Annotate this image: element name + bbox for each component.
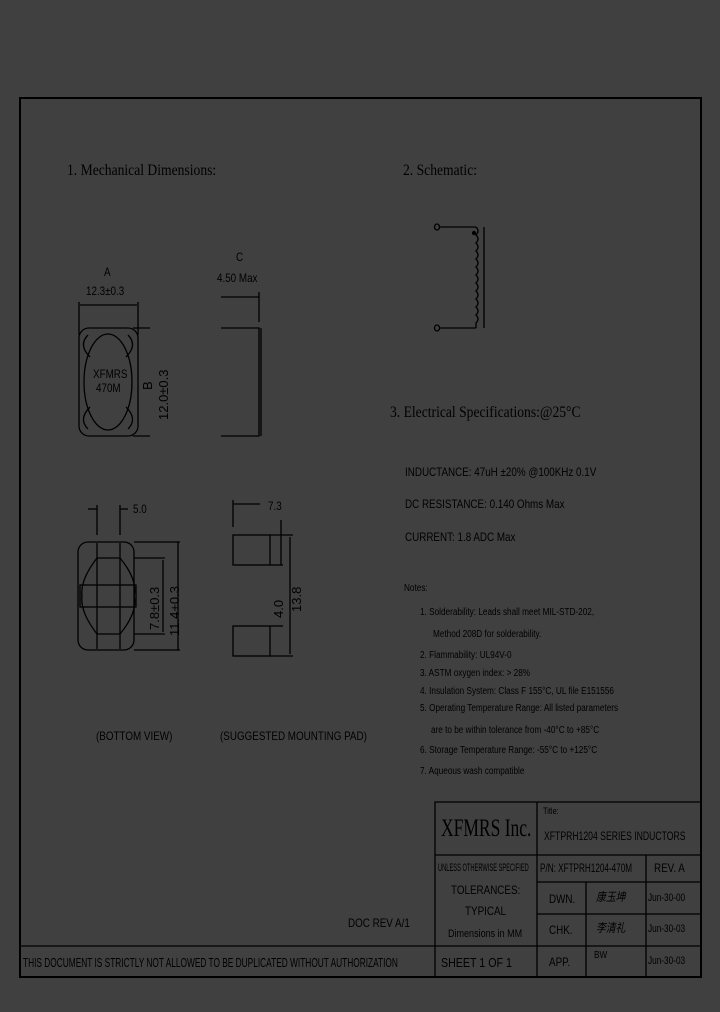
mounting-pad-caption: (SUGGESTED MOUNTING PAD) [220,729,367,743]
doc-revision: DOC REV A/1 [348,916,410,930]
dc-resistance-spec: DC RESISTANCE: 0.140 Ohms Max [405,497,565,511]
bottom-view-caption: (BOTTOM VIEW) [96,729,173,743]
inductor-schematic [433,223,485,332]
part-number: P/N: XFTPRH1204-470M [540,861,633,875]
dimensions-unit: Dimensions in MM [448,928,523,940]
title-block-lines [20,801,701,977]
section-schematic-heading: 2. Schematic: [403,162,478,179]
sheet-number: SHEET 1 OF 1 [441,955,512,970]
drawn-label: DWN. [549,892,576,906]
marking-line1: XFMRS [93,367,128,381]
drawing-title: XFTPRH1204 SERIES INDUCTORS [544,829,686,843]
pad-dim-gap: 4.0 [271,599,286,618]
tolerances-label: TOLERANCES: [451,883,521,897]
title-label: Title: [543,806,559,816]
note-item: 3. ASTM oxygen index: > 28% [420,668,531,679]
revision: REV. A [654,861,685,875]
drawn-signature: 康玉坤 [596,890,626,904]
note-item: 1. Solderability: Leads shall meet MIL-S… [420,607,595,618]
dim-b-label: B [140,381,155,390]
section-mechanical-heading: 1. Mechanical Dimensions: [67,162,217,179]
section-electrical-heading: 3. Electrical Specifications:@25°C [390,404,581,421]
approved-date: Jun-30-03 [648,955,686,967]
bottom-dim-inner: 7.8±0.3 [147,586,162,630]
checked-date: Jun-30-03 [648,923,686,935]
top-view [78,302,150,437]
approved-signature: BW [594,950,608,961]
pad-dim-total: 13.8 [289,586,304,612]
checked-label: CHK. [549,923,573,937]
note-item: are to be within tolerance from -40°C to… [431,725,600,736]
note-item: 4. Insulation System: Class F 155°C, UL … [420,686,614,697]
drawn-date: Jun-30-00 [648,892,686,904]
disclaimer: THIS DOCUMENT IS STRICTLY NOT ALLOWED TO… [23,955,398,970]
inductance-spec: INDUCTANCE: 47uH ±20% @100KHz 0.1V [405,465,597,479]
dim-c-value: 4.50 Max [217,271,258,285]
note-item: 5. Operating Temperature Range: All list… [420,703,619,714]
note-item: 7. Aqueous wash compatible [420,766,525,777]
approved-label: APP. [549,955,571,969]
sheet-border [19,97,702,978]
current-spec: CURRENT: 1.8 ADC Max [405,530,516,544]
note-item: 6. Storage Temperature Range: -55°C to +… [420,745,598,756]
unless-otherwise-specified: UNLESS OTHERWISE SPECIFIED [438,862,529,874]
note-item: 2. Flammability: UL94V-0 [420,650,512,661]
bottom-dim-outer: 11.4+0.3 [167,585,182,636]
dim-c-label: C [236,250,244,264]
dim-a-label: A [104,265,111,279]
notes-heading: Notes: [404,583,428,594]
note-item: Method 208D for solderability. [433,629,542,640]
dim-b-value: 12.0±0.3 [156,369,171,420]
checked-signature: 李清礼 [596,921,626,935]
side-view [221,292,262,437]
marking-line2: 470M [96,381,121,395]
bottom-dim-width: 5.0 [133,502,147,516]
tolerances-typical: TYPICAL [465,904,507,918]
pad-dim-width: 7.3 [268,499,282,513]
bottom-view [77,505,180,651]
company-name: XFMRS Inc. [441,815,532,842]
mounting-pad [232,500,293,657]
dim-a-value: 12.3±0.3 [86,284,125,298]
